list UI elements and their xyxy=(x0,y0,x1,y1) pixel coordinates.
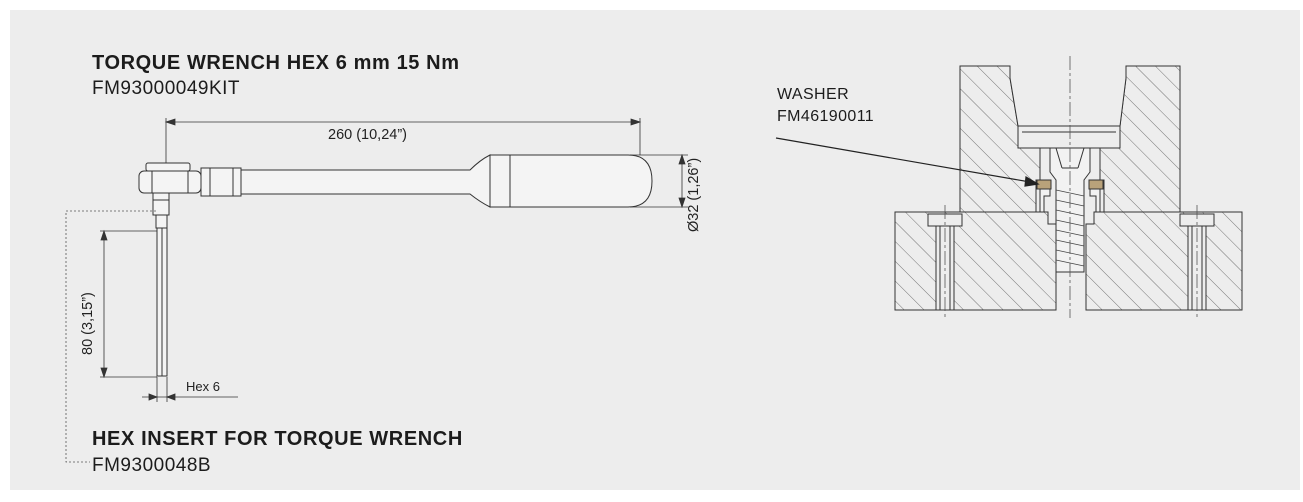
hex-insert-drawing xyxy=(156,227,168,377)
wrench-title: TORQUE WRENCH HEX 6 mm 15 Nm xyxy=(92,52,460,74)
wrench-code: FM93000049KIT xyxy=(92,78,241,99)
insert-title: HEX INSERT FOR TORQUE WRENCH xyxy=(92,428,463,450)
washer-code: FM46190011 xyxy=(777,108,875,125)
section-view-drawing xyxy=(894,65,1243,311)
wrench-length-dimension: 260 (10,24”) xyxy=(328,127,407,143)
insert-code: FM9300048B xyxy=(92,455,212,476)
washer-right xyxy=(1088,179,1104,190)
washer-left xyxy=(1036,179,1052,190)
dimension-lines xyxy=(100,118,688,402)
washer-label: WASHER xyxy=(777,86,850,103)
washer-leader xyxy=(775,137,1040,187)
hex-size-dimension: Hex 6 xyxy=(186,379,220,394)
centerlines xyxy=(944,56,1198,318)
insert-leader-line xyxy=(65,210,156,463)
torque-wrench-drawing xyxy=(138,154,653,229)
